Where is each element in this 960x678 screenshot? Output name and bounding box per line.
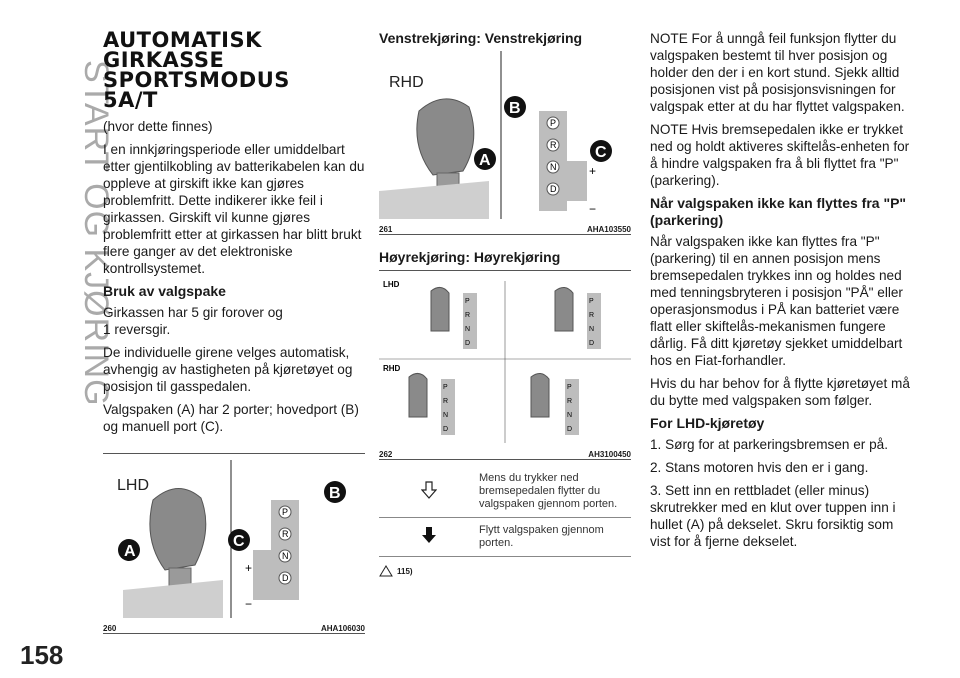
svg-text:+: + — [245, 561, 252, 575]
paragraph: Når valgspaken ikke kan flyttes fra "P" … — [650, 234, 903, 368]
figure-number: 262 — [379, 450, 393, 459]
legend-text: Mens du trykker ned bremsepedalen flytte… — [479, 472, 618, 510]
svg-text:P: P — [282, 507, 288, 517]
svg-text:C: C — [595, 144, 607, 161]
paragraph: Valgspaken (A) har 2 porter; hovedport (… — [103, 402, 359, 434]
figure-code: AH3100450 — [588, 450, 631, 459]
subheading: Venstrekjøring: Venstrekjøring — [379, 30, 583, 46]
svg-text:R: R — [465, 312, 470, 319]
svg-text:P: P — [443, 384, 448, 391]
svg-text:P: P — [465, 298, 470, 305]
figure-caption: 262 AH3100450 — [379, 450, 631, 459]
figure-260: LHD P R N D + − A B — [103, 453, 365, 634]
side-tab: START OG KJØRING — [18, 30, 115, 430]
svg-text:B: B — [509, 100, 521, 117]
svg-text:N: N — [550, 162, 557, 172]
step: 1. Sørg for at parkeringsbremsen er på. — [650, 437, 888, 452]
svg-text:−: − — [245, 597, 252, 611]
hollow-arrow-icon — [420, 480, 438, 499]
svg-text:D: D — [465, 340, 470, 347]
column-1: AUTOMATISK GIRKASSE SPORTSMODUS 5A/T (hv… — [103, 30, 365, 634]
fig-label: LHD — [117, 477, 149, 494]
svg-text:N: N — [282, 551, 289, 561]
legend-table: Mens du trykker ned bremsepedalen flytte… — [379, 466, 631, 557]
legend-row: Flytt valgspaken gjennom porten. — [379, 518, 631, 557]
svg-text:R: R — [550, 140, 557, 150]
column-3: NOTE For å unngå feil funksjon flytter d… — [650, 30, 912, 556]
step: 3. Sett inn en rettbladet (eller minus) … — [650, 483, 896, 549]
svg-text:N: N — [567, 412, 572, 419]
step: 2. Stans motoren hvis den er i gang. — [650, 460, 869, 475]
svg-text:D: D — [567, 426, 572, 433]
warning-icon — [379, 565, 393, 577]
paragraph: Hvis du har behov for å flytte kjøretøye… — [650, 376, 910, 408]
svg-text:R: R — [282, 529, 289, 539]
svg-text:P: P — [589, 298, 594, 305]
footnote-text: 115) — [397, 566, 413, 576]
svg-text:D: D — [550, 184, 557, 194]
svg-text:D: D — [443, 426, 448, 433]
svg-text:N: N — [443, 412, 448, 419]
svg-text:P: P — [550, 118, 556, 128]
paragraph: I en innkjøringsperiode eller umiddelbar… — [103, 142, 365, 276]
figure-number: 260 — [103, 624, 117, 633]
note: NOTE Hvis bremsepedalen ikke er trykket … — [650, 122, 910, 188]
svg-text:D: D — [589, 340, 594, 347]
subheading: Når valgspaken ikke kan flyttes fra "P" … — [650, 195, 907, 228]
page-number: 158 — [20, 640, 64, 670]
column-2: Venstrekjøring: Venstrekjøring RHD P R N… — [379, 30, 631, 577]
svg-text:+: + — [589, 164, 596, 178]
svg-text:R: R — [589, 312, 594, 319]
svg-text:R: R — [443, 398, 448, 405]
svg-text:−: − — [589, 202, 596, 216]
svg-text:LHD: LHD — [383, 280, 400, 289]
svg-text:P: P — [567, 384, 572, 391]
figure-caption: 261 AHA103550 — [379, 225, 631, 234]
callout-b: B — [329, 485, 341, 502]
figure-caption: 260 AHA106030 — [103, 624, 365, 633]
legend-row: Mens du trykker ned bremsepedalen flytte… — [379, 466, 631, 518]
svg-text:R: R — [567, 398, 572, 405]
svg-text:RHD: RHD — [389, 74, 424, 91]
subheading: For LHD-kjøretøy — [650, 415, 765, 431]
paragraph: De individuelle girene velges automatisk… — [103, 345, 353, 394]
note: NOTE For å unngå feil funksjon flytter d… — [650, 31, 905, 114]
legend-icon-cell — [379, 518, 479, 557]
svg-text:A: A — [479, 152, 491, 169]
figure-261: RHD P R N D + − A B C — [379, 51, 631, 235]
section-title: AUTOMATISK GIRKASSE SPORTSMODUS 5A/T — [103, 28, 290, 112]
figure-code: AHA103550 — [586, 225, 631, 234]
subheading: Høyrekjøring: Høyrekjøring — [379, 249, 561, 265]
solid-arrow-icon — [422, 527, 436, 543]
legend-icon-cell — [379, 466, 479, 518]
figure-number: 261 — [379, 225, 393, 234]
figure-code: AHA106030 — [320, 624, 365, 633]
svg-text:D: D — [282, 573, 289, 583]
subheading: Bruk av valgspake — [103, 283, 226, 299]
figure-260-image: LHD P R N D + − A B — [103, 460, 365, 620]
paragraph: (hvor dette finnes) — [103, 119, 213, 134]
legend-text: Flytt valgspaken gjennom porten. — [479, 524, 604, 549]
svg-text:N: N — [589, 326, 594, 333]
svg-text:RHD: RHD — [383, 364, 401, 373]
footnote: 115) — [379, 565, 631, 577]
figure-261-image: RHD P R N D + − A B C — [379, 51, 631, 221]
paragraph: Girkassen har 5 gir forover og 1 reversg… — [103, 305, 283, 337]
svg-text:N: N — [465, 326, 470, 333]
callout-a: A — [124, 543, 136, 560]
callout-c: C — [233, 533, 245, 550]
